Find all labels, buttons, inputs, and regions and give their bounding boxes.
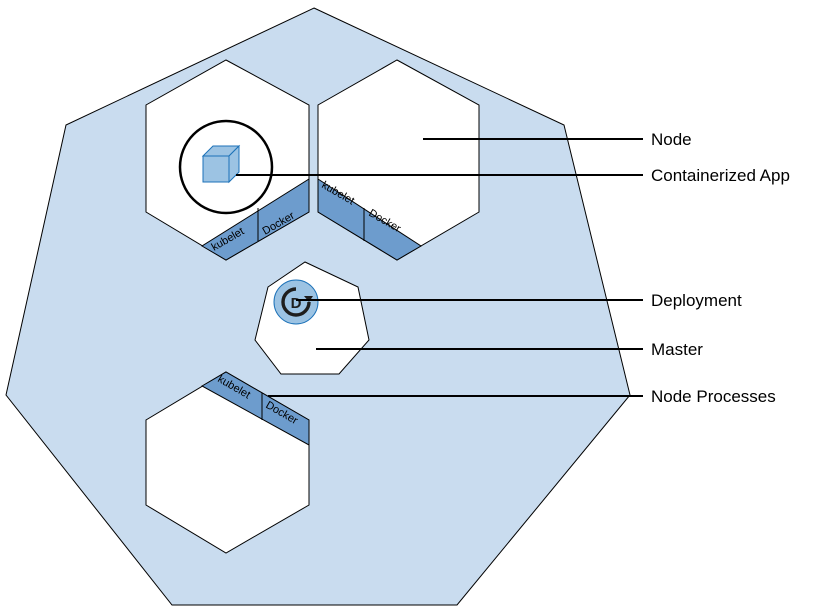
- label-node: Node: [651, 130, 692, 149]
- containerized-app-ring: [178, 119, 274, 215]
- label-deployment: Deployment: [651, 291, 742, 310]
- label-master: Master: [651, 340, 703, 359]
- node-1-process-band: [201, 178, 310, 261]
- deployment-icon-bg: [273, 279, 319, 325]
- node-3: kubelet Docker: [145, 371, 310, 554]
- node-2-process-band: [317, 178, 422, 261]
- node-2: kubelet Docker: [317, 59, 480, 261]
- master: D: [254, 261, 370, 375]
- label-containerized-app: Containerized App: [651, 166, 790, 185]
- label-node-processes: Node Processes: [651, 387, 776, 406]
- node-3-process-band: [200, 371, 310, 446]
- cube-icon: [201, 144, 241, 184]
- node-1: kubelet Docker: [145, 59, 310, 261]
- deployment-icon-letter: D: [291, 295, 302, 312]
